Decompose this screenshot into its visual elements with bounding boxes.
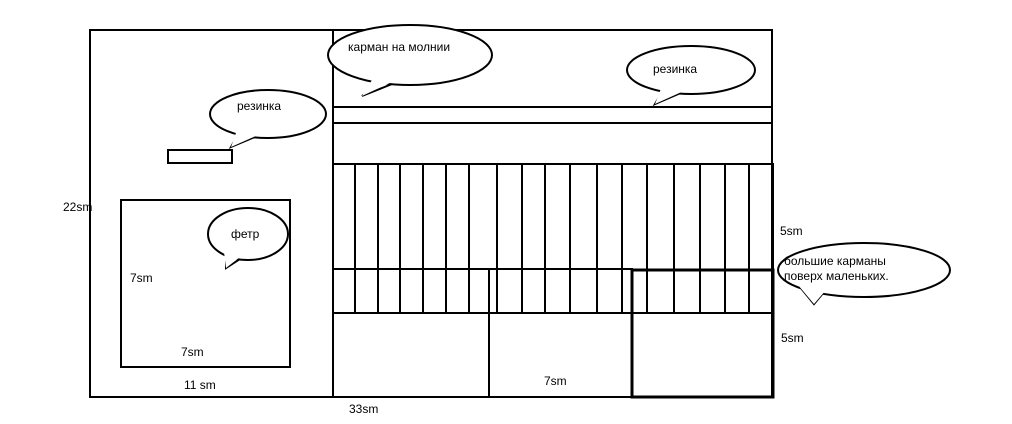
bubble-big-pockets-text-1: большие карманы xyxy=(784,254,886,268)
bubble-elastic-left-text: резинка xyxy=(237,99,281,113)
small-pockets-area xyxy=(332,163,774,314)
dim-left-width: 11 sm xyxy=(184,378,216,392)
dim-height-left: 22sm xyxy=(63,200,92,214)
dim-felt-width: 7sm xyxy=(181,345,204,359)
left-panel xyxy=(89,29,334,398)
bubble-zipper-pocket-text: карман на молнии xyxy=(348,40,450,54)
bubble-elastic-right: резинка xyxy=(626,45,756,107)
bubble-big-pockets-text-2: поверх маленьких. xyxy=(784,269,889,283)
dim-lower-pocket-height: 5sm xyxy=(781,331,804,345)
bubble-felt: фетр xyxy=(207,207,289,270)
bubble-elastic-right-text: резинка xyxy=(653,62,697,76)
dim-felt-height: 7sm xyxy=(130,271,153,285)
felt-square xyxy=(120,199,291,368)
elastic-strip-left xyxy=(167,149,233,164)
dim-upper-pocket-height: 5sm xyxy=(780,224,803,238)
dim-total-width: 33sm xyxy=(349,402,378,416)
bubble-felt-text: фетр xyxy=(231,227,260,241)
bubble-elastic-left: резинка xyxy=(209,89,327,150)
bubble-zipper-pocket: карман на молнии xyxy=(327,24,493,97)
dim-pocket-width: 7sm xyxy=(544,374,567,388)
bubble-big-pockets: большие карманы поверх маленьких. xyxy=(777,242,951,306)
big-pocket-right xyxy=(630,268,775,399)
pocket-dividers xyxy=(354,164,750,313)
